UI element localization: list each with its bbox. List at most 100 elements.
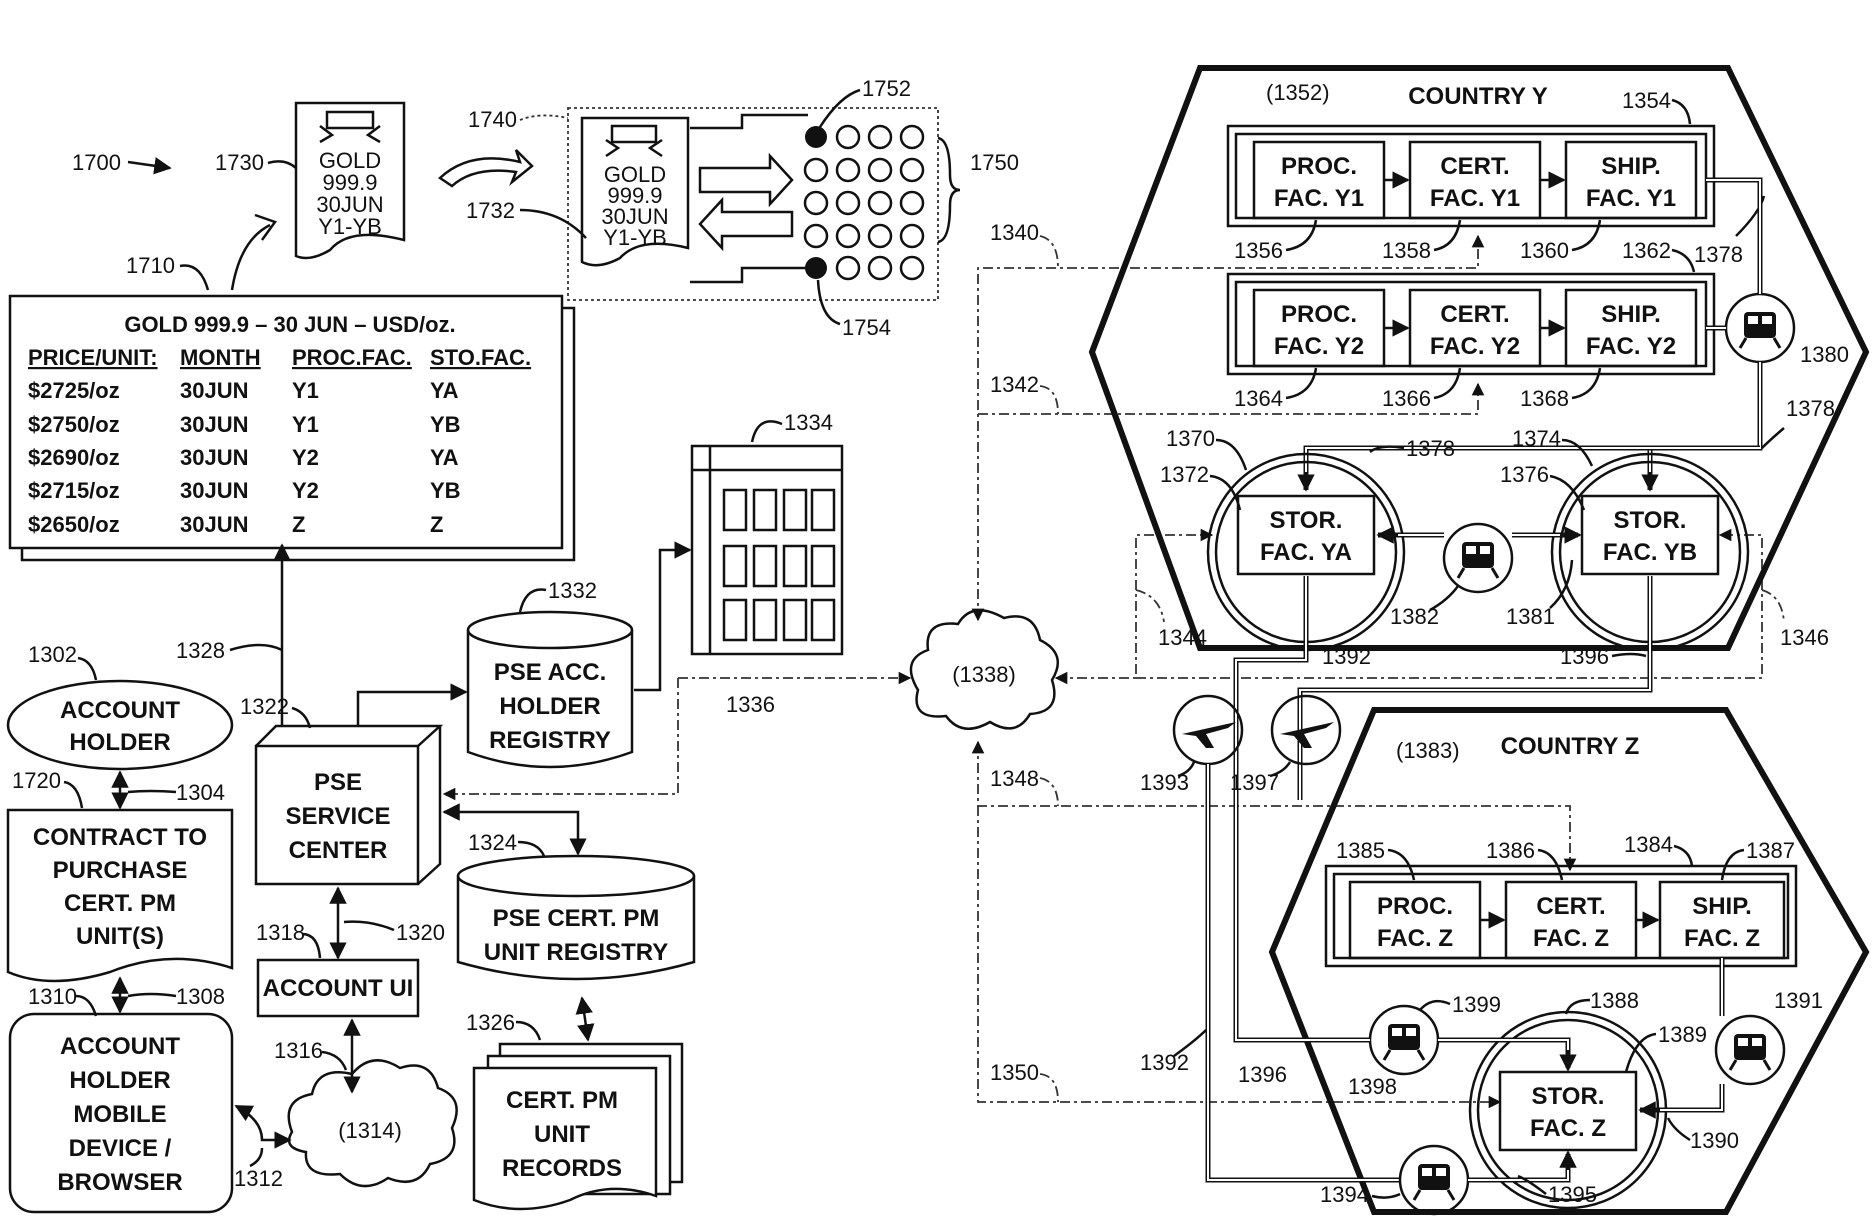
ref-1399: 1399 xyxy=(1452,992,1501,1017)
ref-1332-leader xyxy=(520,589,546,612)
row-3-sto: YA xyxy=(430,445,459,470)
ref-1397-leader xyxy=(1270,762,1290,776)
cert-z-line-2: FAC. Z xyxy=(1533,925,1609,952)
ref-1370: 1370 xyxy=(1166,426,1215,451)
pse-acc-line-1: PSE ACC. xyxy=(494,659,606,686)
row-4-sto: YB xyxy=(430,478,461,503)
ref-1398: 1398 xyxy=(1348,1074,1397,1099)
arrow-registry-building xyxy=(634,550,690,690)
ref-1391: 1391 xyxy=(1774,988,1823,1013)
train-icon xyxy=(1740,312,1780,348)
pse-cert-line-1: PSE CERT. PM xyxy=(493,905,660,932)
ref-1754-leader xyxy=(818,280,840,324)
stor-z-line-1: STOR. xyxy=(1532,1083,1605,1110)
cloud-1314-label: (1314) xyxy=(338,1118,402,1143)
ref-1362-leader xyxy=(1672,250,1694,272)
ref-1366-leader xyxy=(1434,368,1460,398)
cert-records-line-1: CERT. PM xyxy=(506,1087,618,1114)
ref-1384-leader xyxy=(1674,846,1692,866)
ref-1352: (1352) xyxy=(1266,80,1330,105)
mobile-line-5: BROWSER xyxy=(57,1169,182,1196)
ref-1390-leader xyxy=(1668,1118,1690,1140)
price-table-title: GOLD 999.9 – 30 JUN – USD/oz. xyxy=(124,312,455,337)
row-3-price: $2690/oz xyxy=(28,445,120,470)
ref-1364-leader xyxy=(1286,368,1316,398)
pse-service-line-3: CENTER xyxy=(289,837,388,864)
ref-1396-b: 1396 xyxy=(1238,1062,1287,1087)
header-month: MONTH xyxy=(180,345,261,370)
ref-1754: 1754 xyxy=(842,315,891,340)
ref-1389: 1389 xyxy=(1658,1022,1707,1047)
header-proc: PROC.FAC. xyxy=(292,345,412,370)
proc-y2-line-1: PROC. xyxy=(1281,301,1357,328)
ref-1368: 1368 xyxy=(1520,386,1569,411)
ref-1320: 1320 xyxy=(396,920,445,945)
row-5-month: 30JUN xyxy=(180,512,248,537)
row-5-price: $2650/oz xyxy=(28,512,120,537)
row-3-month: 30JUN xyxy=(180,445,248,470)
ref-1378-a: 1378 xyxy=(1694,242,1743,267)
cert-z-line-1: CERT. xyxy=(1536,893,1605,920)
ref-1356-leader xyxy=(1286,220,1316,250)
ref-1316: 1316 xyxy=(274,1038,323,1063)
proc-y1-line-2: FAC. Y1 xyxy=(1274,185,1364,212)
ref-1394-leader xyxy=(1372,1194,1400,1198)
row-1-month: 30JUN xyxy=(180,378,248,403)
ref-1374-leader xyxy=(1562,440,1592,466)
ship-z-line-2: FAC. Z xyxy=(1684,925,1760,952)
proc-z-line-2: FAC. Z xyxy=(1377,925,1453,952)
ref-1318: 1318 xyxy=(256,920,305,945)
ref-1376-leader xyxy=(1550,476,1584,510)
mobile-line-1: ACCOUNT xyxy=(60,1033,180,1060)
row-3-proc: Y2 xyxy=(292,445,319,470)
ref-1350: 1350 xyxy=(990,1060,1039,1085)
curved-arrow-right xyxy=(440,150,532,186)
ship-y1-line-1: SHIP. xyxy=(1601,153,1661,180)
ref-1396-a: 1396 xyxy=(1560,644,1609,669)
cloud-1338-label: (1338) xyxy=(952,662,1016,687)
ref-1388: 1388 xyxy=(1590,988,1639,1013)
country-z-title: COUNTRY Z xyxy=(1501,733,1640,760)
mobile-line-2: HOLDER xyxy=(69,1067,170,1094)
ref-1302: 1302 xyxy=(28,642,77,667)
ref-1710-leader xyxy=(180,266,208,291)
ship-y1-line-2: FAC. Y1 xyxy=(1586,185,1676,212)
train-icon xyxy=(1730,1034,1770,1070)
pse-cert-line-2: UNIT REGISTRY xyxy=(484,939,668,966)
ref-1344-leader xyxy=(1136,590,1164,622)
mobile-line-3: MOBILE xyxy=(73,1101,166,1128)
pse-cert-pm-unit-registry: PSE CERT. PM UNIT REGISTRY xyxy=(458,856,694,979)
ref-1364: 1364 xyxy=(1234,386,1283,411)
ref-1720-leader xyxy=(64,782,82,808)
banner-icon xyxy=(327,112,373,128)
row-4-price: $2715/oz xyxy=(28,478,120,503)
ref-1720: 1720 xyxy=(12,768,61,793)
row-5-sto: Z xyxy=(430,512,443,537)
ref-1740: 1740 xyxy=(468,107,517,132)
cert-y1-line-2: FAC. Y1 xyxy=(1430,185,1520,212)
ref-1750: 1750 xyxy=(970,150,1019,175)
ref-1730: 1730 xyxy=(215,150,264,175)
pse-service-center: PSE SERVICE CENTER xyxy=(256,726,440,884)
pse-acc-line-3: REGISTRY xyxy=(489,727,611,754)
header-price: PRICE/UNIT: xyxy=(28,345,158,370)
ref-1350-leader xyxy=(1040,1074,1058,1102)
ref-1304-leader xyxy=(128,791,176,792)
ref-1342-leader xyxy=(1040,386,1058,414)
row-4-month: 30JUN xyxy=(180,478,248,503)
ref-1348-leader xyxy=(1040,778,1058,806)
ref-1386: 1386 xyxy=(1486,838,1535,863)
ref-1334-leader xyxy=(752,421,782,442)
ref-1328-leader xyxy=(230,645,282,650)
ref-1370-leader xyxy=(1216,440,1246,470)
ref-1342: 1342 xyxy=(990,372,1039,397)
ref-1328: 1328 xyxy=(176,638,225,663)
ref-1372: 1372 xyxy=(1160,462,1209,487)
stor-ya-line-1: STOR. xyxy=(1270,507,1343,534)
small-certificate-line-4: Y1-YB xyxy=(603,225,667,250)
ref-1308-leader xyxy=(128,994,176,996)
ref-1360: 1360 xyxy=(1520,238,1569,263)
row-1-sto: YA xyxy=(430,378,459,403)
ref-1346: 1346 xyxy=(1780,625,1829,650)
